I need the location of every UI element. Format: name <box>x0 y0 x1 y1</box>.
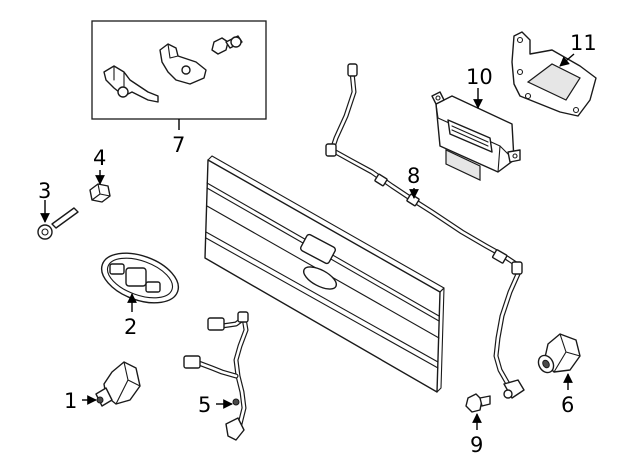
callout-11: 11 <box>570 31 597 55</box>
callout-10: 10 <box>466 65 493 89</box>
part-1-camera: 1 <box>64 361 141 413</box>
part-4-clip: 4 <box>89 146 111 203</box>
tailgate-panel <box>204 155 445 393</box>
callout-9: 9 <box>470 433 483 457</box>
part-11-mounting-bracket: 11 <box>511 31 597 117</box>
callout-8: 8 <box>407 164 420 188</box>
callout-2: 2 <box>124 315 137 339</box>
part-9-connector: 9 <box>465 393 491 457</box>
part-2-emblem: 2 <box>100 252 180 339</box>
callout-4: 4 <box>93 146 106 170</box>
callout-1: 1 <box>64 389 77 413</box>
part-10-control-module: 10 <box>431 65 521 181</box>
part-7-left-bracket <box>103 65 159 103</box>
part-7-bolt <box>211 35 243 55</box>
part-7-middle-bracket <box>159 43 207 85</box>
part-8-wiring-harness: 8 <box>325 63 525 399</box>
callout-7: 7 <box>172 133 185 157</box>
part-5-camera-pigtail: 5 <box>183 311 249 441</box>
part-7-bracket-kit: 7 <box>91 20 267 157</box>
callout-5: 5 <box>198 393 211 417</box>
part-3-bolt: 3 <box>37 179 79 240</box>
part-6-sensor: 6 <box>537 333 581 417</box>
callout-3: 3 <box>38 179 51 203</box>
callout-6: 6 <box>561 393 574 417</box>
